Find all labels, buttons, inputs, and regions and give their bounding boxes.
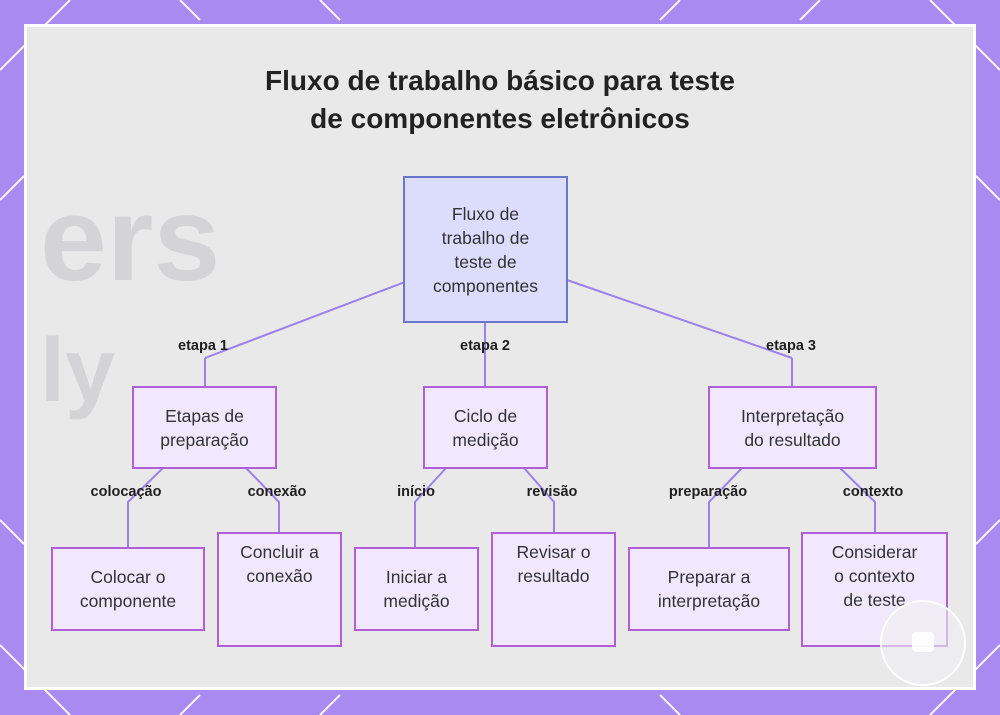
- node-etapas-de-preparacao: Etapas de preparação: [132, 386, 277, 469]
- edge-interp-preparar: [708, 467, 743, 548]
- title-line-1: Fluxo de trabalho básico para teste: [265, 65, 735, 96]
- background-photo-decoration: ers: [40, 172, 221, 306]
- edge-interp-considerar: [839, 467, 876, 533]
- node-text-line: Interpretação: [740, 405, 845, 426]
- node-text-line: componente: [79, 591, 177, 611]
- node-text-line: medição: [383, 591, 450, 611]
- node-text-line: Ciclo de: [453, 405, 518, 426]
- edge-label-colocacao: colocação: [90, 484, 162, 500]
- edge-label-inicio: início: [397, 484, 435, 500]
- node-ciclo-de-medicao: Ciclo de medição: [423, 386, 548, 469]
- node-colocar-o-componente: Colocar o componente: [51, 547, 205, 631]
- node-text-line: o contexto: [834, 566, 915, 586]
- edge-prep-colocar: [127, 467, 164, 548]
- node-text-line: Etapas de: [165, 405, 244, 426]
- node-text-line: preparação: [160, 429, 249, 450]
- edge-prep-concluir: [245, 467, 280, 533]
- diagram-title: Fluxo de trabalho básico para teste de c…: [150, 62, 850, 138]
- edge-label-revisao: revisão: [526, 484, 578, 500]
- title-line-2: de componentes eletrônicos: [310, 103, 690, 134]
- watermark-badge: [880, 600, 966, 686]
- node-text-line: de teste: [843, 590, 906, 610]
- edge-label-preparacao: preparação: [668, 484, 748, 500]
- edge-root-interp: [566, 279, 793, 359]
- logo-icon: [912, 632, 934, 652]
- node-iniciar-a-medicao: Iniciar a medição: [354, 547, 479, 631]
- edge-ciclo-iniciar: [414, 467, 447, 548]
- node-text-line: resultado: [517, 566, 590, 586]
- edge-label-etapa-1: etapa 1: [178, 338, 228, 354]
- node-text-line: do resultado: [744, 429, 841, 450]
- node-preparar-a-interpretacao: Preparar a interpretação: [628, 547, 790, 631]
- node-text-line: Preparar a: [667, 567, 751, 587]
- root-node: Fluxo de trabalho de teste de componente…: [403, 176, 568, 323]
- node-interpretacao-do-resultado: Interpretação do resultado: [708, 386, 877, 469]
- node-revisar-o-resultado: Revisar o resultado: [491, 532, 616, 647]
- node-text-line: componentes: [432, 275, 539, 296]
- node-text-line: Colocar o: [90, 567, 166, 587]
- edge-label-conexao: conexão: [247, 484, 307, 500]
- node-text-line: interpretação: [657, 591, 761, 611]
- node-text-line: medição: [452, 429, 519, 450]
- node-text-line: teste de: [454, 251, 517, 272]
- node-text-line: Iniciar a: [385, 567, 448, 587]
- edge-ciclo-revisar: [523, 467, 555, 533]
- edge-label-contexto: contexto: [842, 484, 904, 500]
- edge-label-etapa-2: etapa 2: [460, 338, 510, 354]
- background-photo-decoration: ly: [40, 321, 116, 421]
- node-text-line: Fluxo de: [451, 203, 520, 224]
- node-text-line: trabalho de: [441, 227, 530, 248]
- node-text-line: conexão: [246, 566, 313, 586]
- edge-label-etapa-3: etapa 3: [766, 338, 816, 354]
- node-concluir-a-conexao: Concluir a conexão: [217, 532, 342, 647]
- node-text-line: Revisar o: [516, 542, 591, 562]
- edge-root-prep: [204, 281, 406, 359]
- node-text-line: Concluir a: [240, 542, 319, 562]
- node-text-line: Considerar: [831, 542, 918, 562]
